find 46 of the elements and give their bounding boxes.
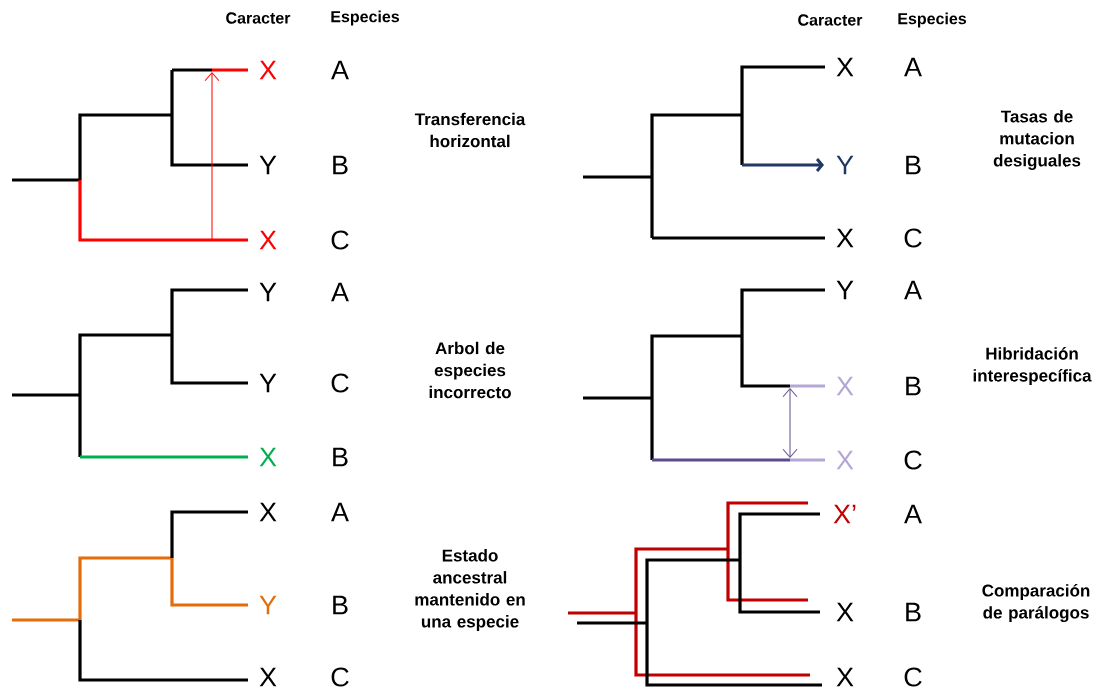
character-label: Y <box>259 282 277 302</box>
character-label: Y <box>836 155 854 175</box>
column-header: Especies <box>331 10 400 26</box>
character-label: Y <box>259 595 277 615</box>
character-label: Y <box>259 373 277 393</box>
species-label: A <box>904 57 922 77</box>
species-label: B <box>333 155 348 175</box>
species-label: C <box>904 450 922 470</box>
species-label: C <box>331 667 349 687</box>
column-header: Caracter <box>798 14 863 26</box>
character-label: X <box>836 450 854 470</box>
species-label: B <box>906 602 921 622</box>
scenario-title: Tasas de mutacion desiguales <box>993 110 1081 170</box>
scenario-title: Estado ancestral mantenido en una especie <box>415 549 525 631</box>
species-label: C <box>904 228 922 248</box>
character-label: X <box>836 667 854 687</box>
species-label: B <box>333 447 348 467</box>
character-label: X <box>836 57 854 77</box>
scenario-title: Hibridación interespecífica <box>973 347 1092 385</box>
character-label: X <box>259 230 277 250</box>
species-label: B <box>906 155 921 175</box>
species-label: A <box>331 282 349 302</box>
species-label: A <box>904 280 922 300</box>
column-header: Especies <box>898 12 967 28</box>
character-label: X <box>259 502 277 522</box>
species-label: A <box>331 502 349 522</box>
species-label: A <box>331 60 349 80</box>
species-label: C <box>331 230 349 250</box>
species-label: C <box>904 667 922 687</box>
character-label: Y <box>259 155 277 175</box>
character-label: X <box>259 667 277 687</box>
character-label: X <box>836 602 854 622</box>
scenario-title: Arbol de especies incorrecto <box>429 341 511 399</box>
character-label: X’ <box>833 504 856 524</box>
species-label: B <box>333 595 348 615</box>
character-label: X <box>259 60 277 80</box>
character-label: X <box>259 447 277 467</box>
scenario-title: Comparación de parálogos <box>982 583 1090 623</box>
scenario-title: Transferencia horizontal <box>414 112 526 148</box>
species-label: A <box>904 504 922 524</box>
character-label: X <box>836 228 854 248</box>
species-label: B <box>906 376 921 396</box>
character-label: Y <box>836 280 854 300</box>
column-header: Caracter <box>226 12 291 24</box>
species-label: C <box>331 373 349 393</box>
character-label: X <box>836 376 854 396</box>
